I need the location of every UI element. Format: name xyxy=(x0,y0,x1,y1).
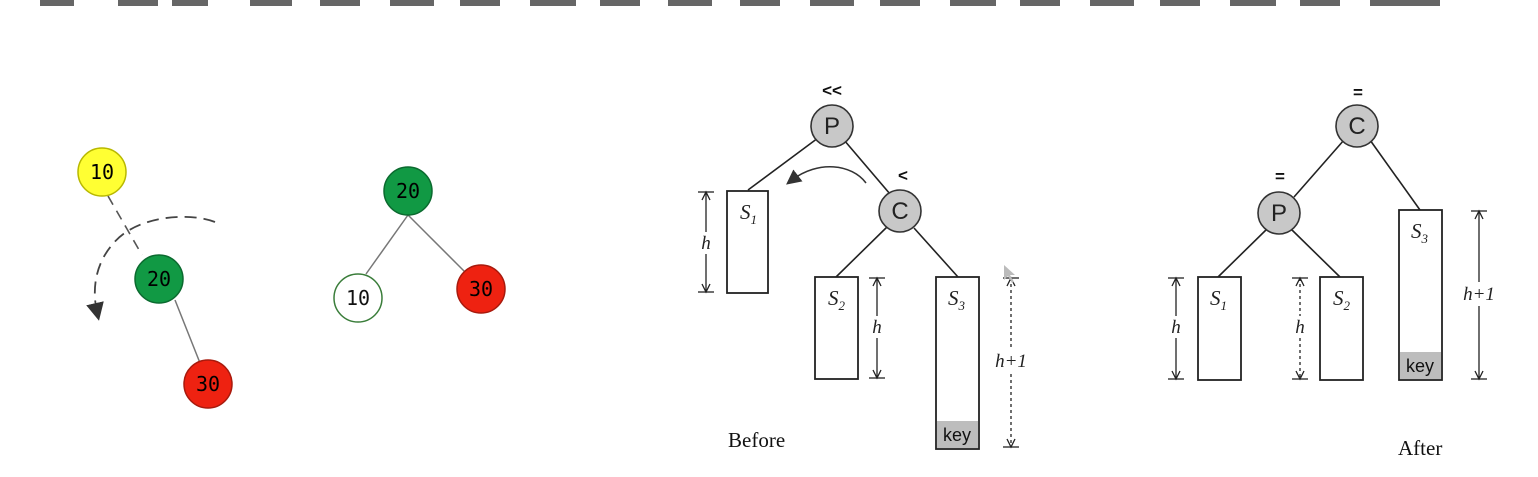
key-label: key xyxy=(1406,356,1434,376)
node-label: 30 xyxy=(196,372,220,396)
node-30: 30 xyxy=(183,359,233,409)
height-label-bg xyxy=(1458,282,1500,306)
subtree-box xyxy=(1398,209,1443,381)
node-label: P xyxy=(1271,200,1287,227)
node-20: 20 xyxy=(383,166,433,216)
tree-edge xyxy=(843,139,891,195)
node-10: 10 xyxy=(333,273,383,323)
before-diagram: << P < C S1 S2 S3 key xyxy=(698,81,1032,452)
tree-edge xyxy=(1291,229,1341,278)
node-circle xyxy=(77,147,127,197)
height-label-bg xyxy=(698,232,714,254)
height-label: h+1 xyxy=(1463,284,1495,305)
node-c: C xyxy=(878,189,922,233)
node-circle xyxy=(134,254,184,304)
p-balance-label: = xyxy=(1275,167,1285,186)
tree-edge xyxy=(174,299,201,364)
node-circle xyxy=(383,166,433,216)
tree-edge xyxy=(1293,139,1345,198)
height-label: h xyxy=(701,233,711,254)
after-caption: After xyxy=(1398,436,1442,460)
key-box xyxy=(1400,352,1441,379)
dashed-edge xyxy=(107,195,143,256)
node-10: 10 xyxy=(77,147,127,197)
node-label: C xyxy=(891,198,908,225)
tree-edge xyxy=(1369,139,1421,211)
height-label: h+1 xyxy=(995,351,1027,372)
subtree-label: S2 xyxy=(828,286,846,313)
subtree-box xyxy=(1319,276,1364,381)
node-label: 20 xyxy=(396,179,420,203)
subtree-s2: S2 xyxy=(1319,276,1364,381)
height-label: h xyxy=(1171,317,1181,338)
rotation-arrow xyxy=(786,166,867,185)
tree-edge xyxy=(1217,227,1269,278)
node-label: 10 xyxy=(90,160,114,184)
after-diagram: = C = P S1 S2 S3 key xyxy=(1168,83,1500,460)
p-balance-label: << xyxy=(822,81,842,100)
key-box xyxy=(937,421,978,448)
height-label-bg xyxy=(1292,316,1308,338)
subtree-s2: S2 xyxy=(814,276,859,380)
node-label: 20 xyxy=(147,267,171,291)
node-p: P xyxy=(810,104,854,148)
tree-edge xyxy=(913,227,959,278)
subtree-box xyxy=(814,276,859,380)
subtree-s3: S3 key xyxy=(935,276,980,450)
node-circle xyxy=(810,104,854,148)
node-30: 30 xyxy=(456,264,506,314)
subtree-label: S2 xyxy=(1333,286,1351,313)
subtree-label: S3 xyxy=(1411,219,1429,246)
tree-edge xyxy=(835,225,889,278)
node-circle xyxy=(1335,104,1379,148)
tree-edge xyxy=(747,137,819,191)
node-label: 30 xyxy=(469,277,493,301)
node-circle xyxy=(456,264,506,314)
key-label: key xyxy=(943,425,971,445)
node-label: C xyxy=(1348,113,1365,140)
height-label-bg xyxy=(1168,316,1184,338)
left-tree-before: 10 20 30 xyxy=(77,147,233,409)
c-balance-label: = xyxy=(1353,83,1363,102)
subtree-box xyxy=(1197,276,1242,381)
tree-edge xyxy=(365,214,409,275)
height-label-bg xyxy=(990,348,1032,372)
node-circle xyxy=(878,189,922,233)
subtree-label: S1 xyxy=(1210,286,1227,313)
node-c: C xyxy=(1335,104,1379,148)
height-label: h xyxy=(872,317,882,338)
node-20: 20 xyxy=(134,254,184,304)
node-label: P xyxy=(824,113,840,140)
subtree-label: S3 xyxy=(948,286,966,313)
height-label-bg xyxy=(869,316,885,338)
node-circle xyxy=(183,359,233,409)
node-circle xyxy=(1257,191,1301,235)
height-label: h xyxy=(1295,317,1305,338)
subtree-label: S1 xyxy=(740,200,757,227)
left-tree-after: 20 10 30 xyxy=(333,166,506,323)
subtree-s3: S3 key xyxy=(1398,209,1443,381)
subtree-box xyxy=(935,276,980,450)
before-caption: Before xyxy=(728,428,785,452)
node-p: P xyxy=(1257,191,1301,235)
subtree-s1: S1 xyxy=(726,190,769,294)
c-balance-label: < xyxy=(898,166,908,185)
node-label: 10 xyxy=(346,286,370,310)
subtree-s1: S1 xyxy=(1197,276,1242,381)
top-cutoff-text xyxy=(40,0,1440,6)
node-circle xyxy=(333,273,383,323)
subtree-box xyxy=(726,190,769,294)
tree-edge xyxy=(407,214,466,273)
cursor-icon xyxy=(1004,265,1015,283)
rotation-arrow xyxy=(86,216,216,321)
